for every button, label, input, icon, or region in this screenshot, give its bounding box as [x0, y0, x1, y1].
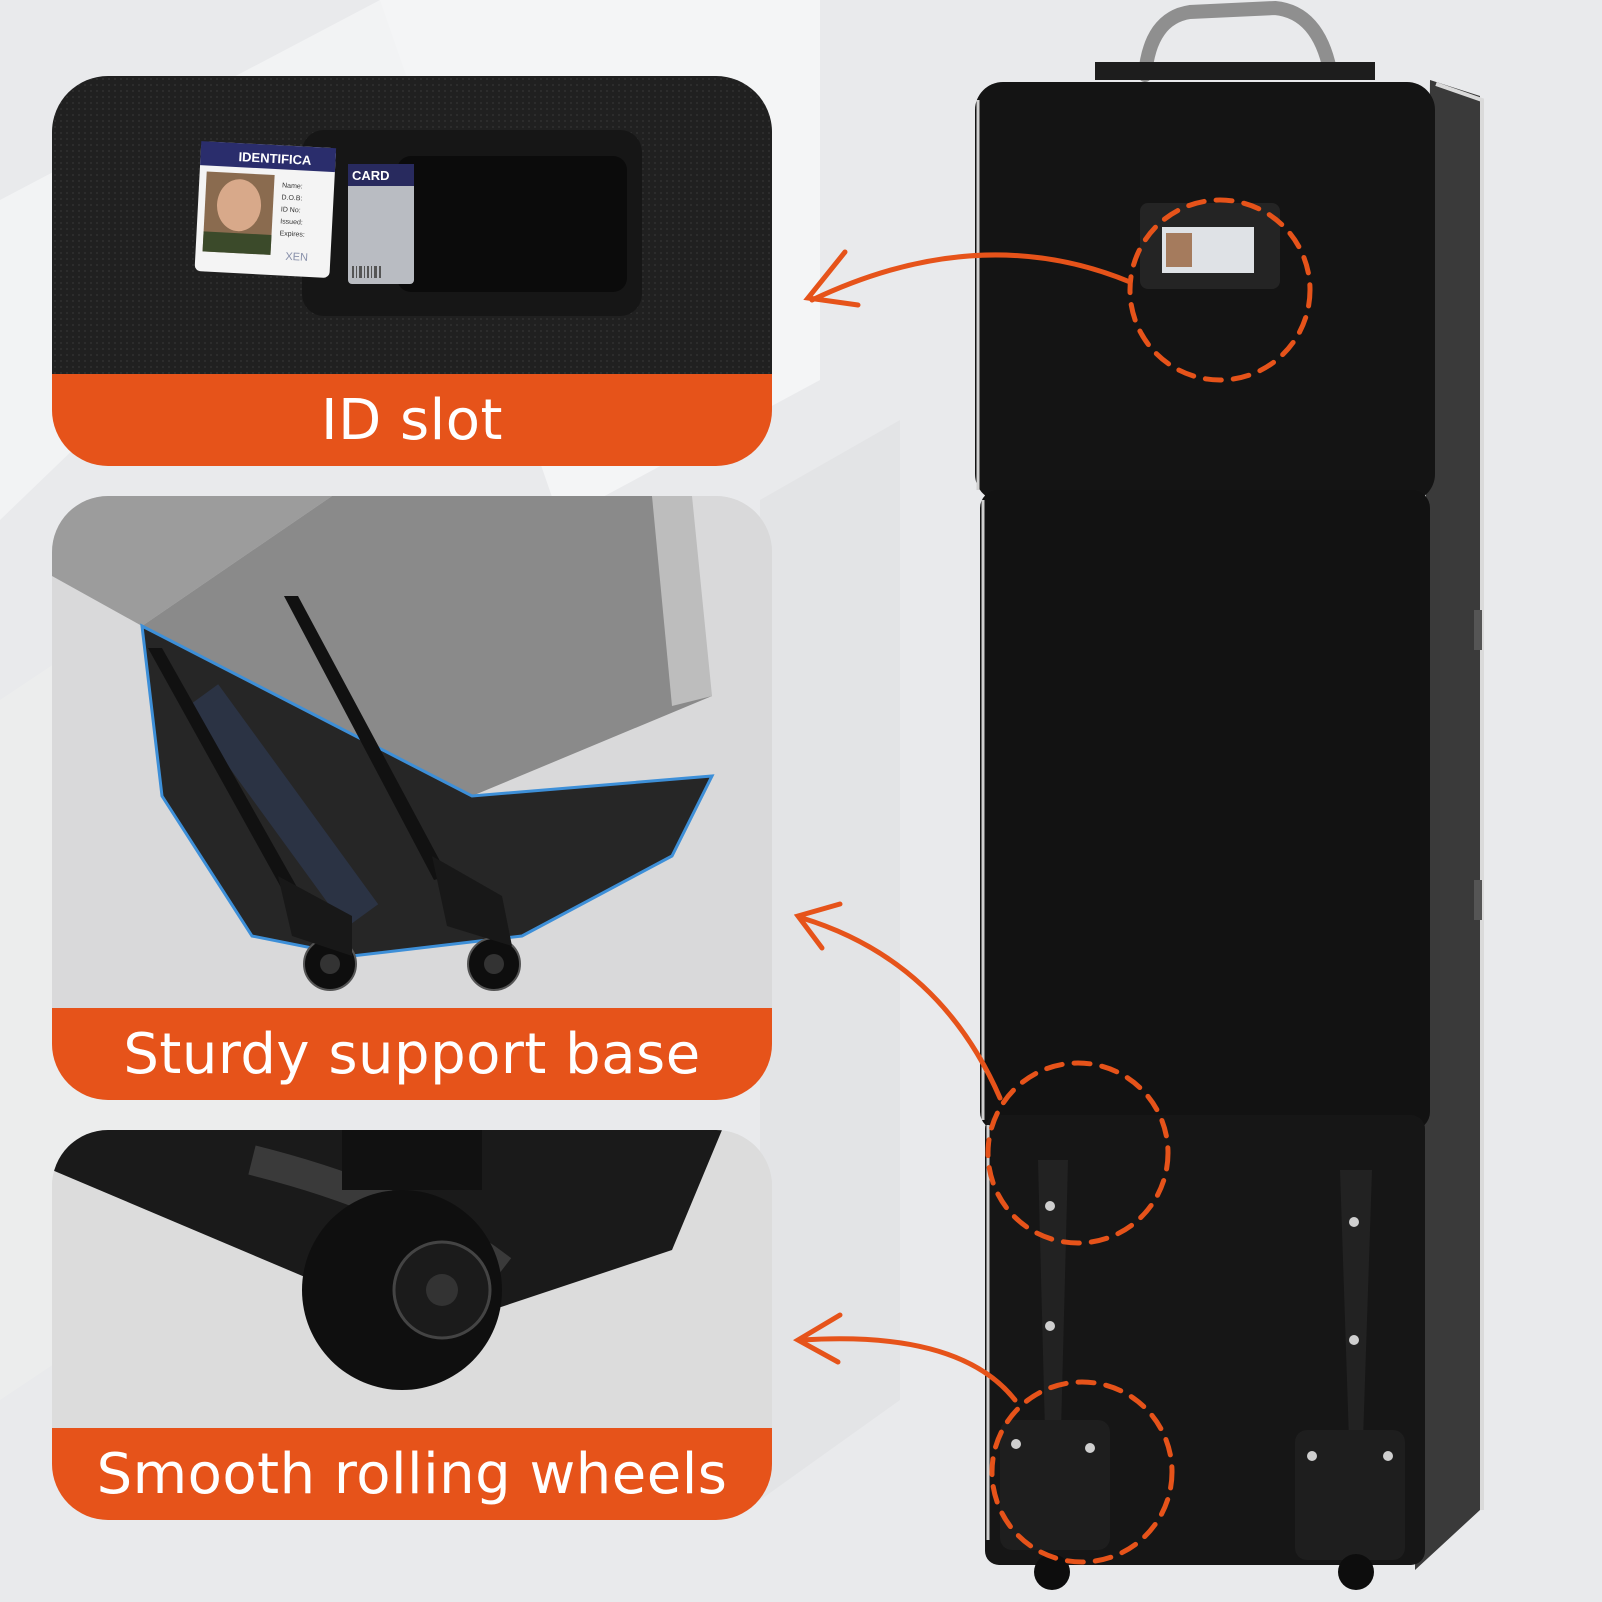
card-field-issued: Issued: — [280, 218, 303, 226]
wheels-photo — [52, 1130, 772, 1428]
card-field-dob: D.O.B: — [281, 194, 302, 202]
wheels-label: Smooth rolling wheels — [52, 1428, 772, 1520]
support-base-photo — [52, 496, 772, 1008]
card-field-id: ID No: — [281, 206, 301, 214]
card-field-name: Name: — [282, 182, 303, 190]
card-mark: XEN — [285, 251, 308, 264]
card-title-left: IDENTIFICA — [238, 149, 312, 168]
support-base-label: Sturdy support base — [52, 1008, 772, 1100]
card-title-right: CARD — [352, 168, 390, 183]
card-field-expires: Expires: — [279, 230, 305, 238]
id-slot-photo: IDENTIFICA Name: D.O.B: ID No: Issued: E… — [52, 76, 772, 374]
id-slot-panel: IDENTIFICA Name: D.O.B: ID No: Issued: E… — [52, 76, 772, 466]
travel-case-product — [975, 0, 1484, 1590]
support-base-panel: Sturdy support base — [52, 496, 772, 1100]
carry-handle — [1138, 0, 1337, 82]
wheels-panel: Smooth rolling wheels — [52, 1130, 772, 1520]
id-slot-label: ID slot — [52, 374, 772, 466]
